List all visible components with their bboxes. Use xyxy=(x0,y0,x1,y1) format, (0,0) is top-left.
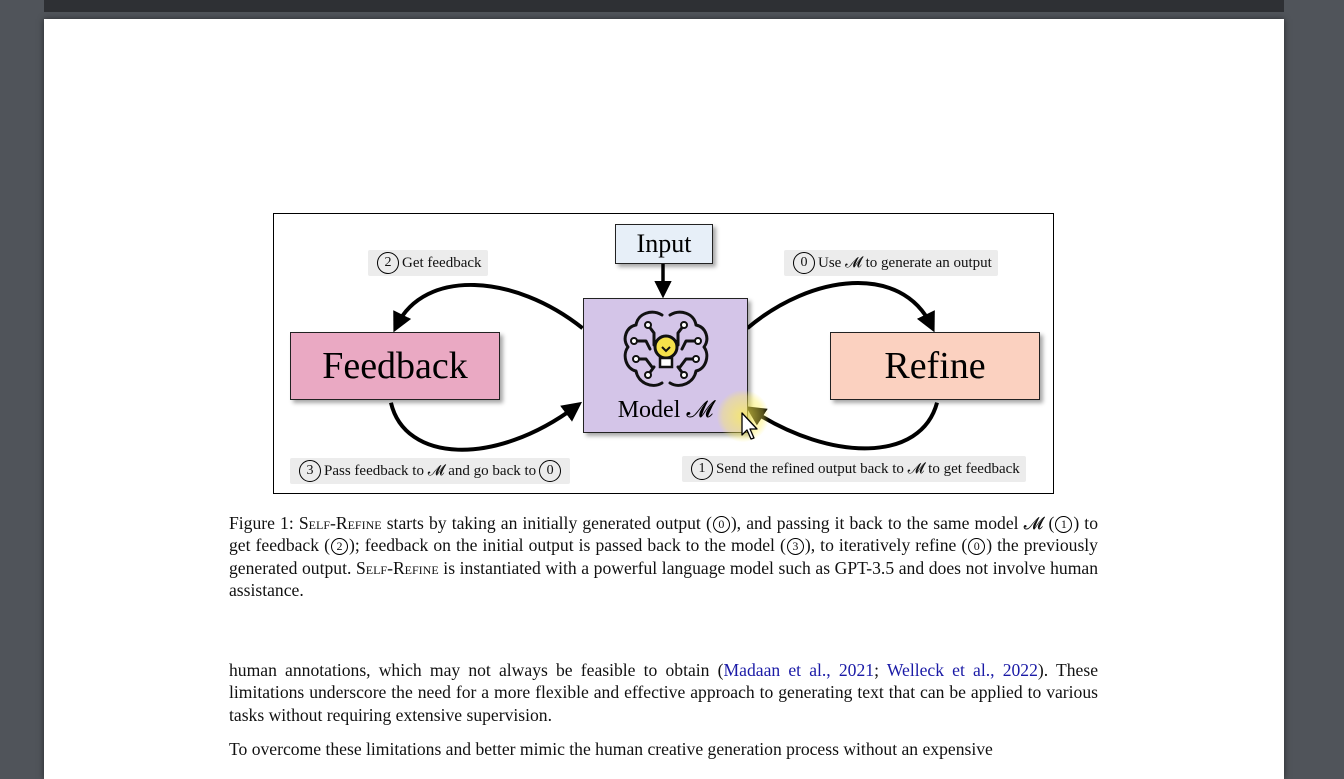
viewer-top-edge xyxy=(44,0,1284,12)
arrow-model-to-refine xyxy=(746,281,935,333)
step-number: 2 xyxy=(330,538,348,556)
input-box: Input xyxy=(615,224,713,264)
citation-link[interactable]: Welleck et al., 2022 xyxy=(886,660,1038,680)
input-label: Input xyxy=(636,229,692,258)
caption-prefix: Figure 1: xyxy=(229,513,299,533)
caption-text: ), to iteratively refine ( xyxy=(804,535,968,556)
method-name: Self-Refine xyxy=(355,557,439,578)
annotation-get-feedback: 2 Get feedback xyxy=(368,250,488,276)
paragraph: human annotations, which may not always … xyxy=(229,660,1099,725)
caption-text: ); feedback on the initial output is pas… xyxy=(348,535,786,556)
mouse-pointer-icon xyxy=(717,390,769,442)
caption-text: starts by taking an initially generated … xyxy=(381,513,712,533)
caption-text: ) the previously generated output. xyxy=(229,535,1098,578)
model-box: Model 𝓜 xyxy=(583,298,748,433)
paragraph: To overcome these limitations and better… xyxy=(229,739,993,760)
refine-label: Refine xyxy=(884,345,986,387)
caption-text: is instantiated with a powerful language… xyxy=(229,557,1098,601)
annotation-text: Send the refined output back to 𝓜 to get… xyxy=(716,461,1020,477)
figure-arrows xyxy=(389,263,939,452)
step-number: 0 xyxy=(793,252,815,274)
step-number: 3 xyxy=(786,538,804,556)
refine-box: Refine xyxy=(830,332,1040,400)
arrow-refine-to-model xyxy=(745,402,939,451)
citation-link[interactable]: Madaan et al., 2021 xyxy=(723,660,875,680)
feedback-label: Feedback xyxy=(322,345,468,387)
step-number: 3 xyxy=(299,460,321,482)
caption-text: ) to get feedback ( xyxy=(229,513,1098,556)
figure-caption: Figure 1: Self-Refine starts by taking a… xyxy=(229,512,1098,602)
model-label: Model 𝓜 xyxy=(617,397,714,423)
step-number: 1 xyxy=(1055,515,1073,533)
annotation-send-refined: 1 Send the refined output back to 𝓜 to g… xyxy=(682,456,1026,482)
method-name: Self-Refine xyxy=(298,513,382,533)
step-number: 0 xyxy=(539,460,562,482)
annotation-text: Get feedback xyxy=(402,254,482,271)
arrow-feedback-to-model xyxy=(389,401,583,452)
brain-circuit-lightbulb-icon xyxy=(623,310,709,387)
annotation-text: Pass feedback to 𝓜 and go back to xyxy=(324,463,537,479)
pdf-page: Input Feedback Refine xyxy=(44,19,1284,779)
arrow-model-to-feedback xyxy=(393,283,584,333)
step-number: 2 xyxy=(377,252,399,274)
feedback-box: Feedback xyxy=(290,332,500,400)
caption-text: ), and passing it back to the same model… xyxy=(730,513,1055,533)
annotation-text: Use 𝓜 to generate an output xyxy=(818,255,992,271)
annotation-pass-feedback: 3 Pass feedback to 𝓜 and go back to 0 xyxy=(290,458,571,484)
step-number: 0 xyxy=(968,538,986,556)
body-text: human annotations, which may not always … xyxy=(229,659,1098,773)
step-number: 0 xyxy=(712,515,730,533)
annotation-use-model: 0 Use 𝓜 to generate an output xyxy=(784,250,998,276)
step-number: 1 xyxy=(691,458,713,480)
figure-1-diagram: Input Feedback Refine xyxy=(273,213,1054,494)
cursor-arrow xyxy=(741,412,758,440)
